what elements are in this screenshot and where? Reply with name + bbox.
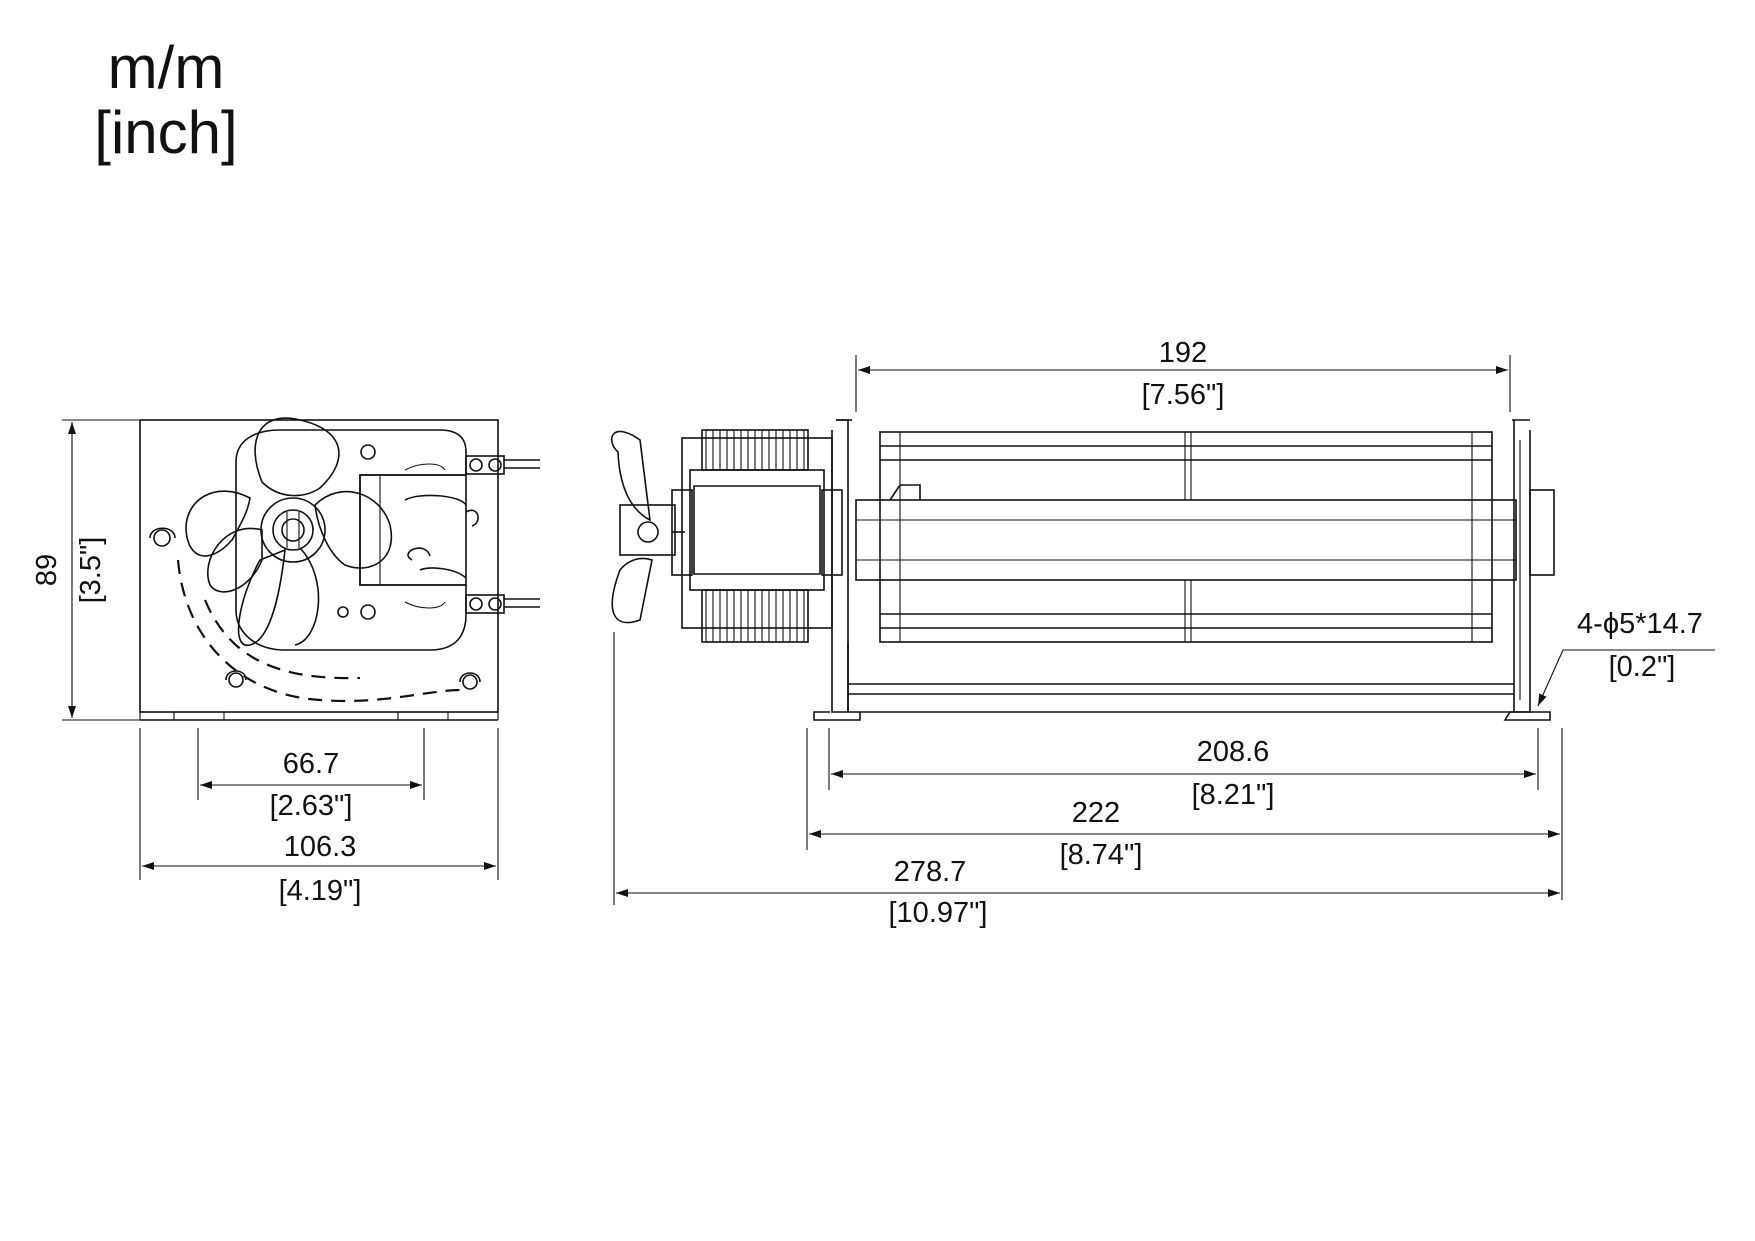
dim-hole-spacing: 208.6 [8.21"] <box>828 728 1539 811</box>
housing-base <box>847 642 1514 713</box>
dim-hole-spacing-value: 208.6 <box>1197 736 1270 768</box>
dim-mounting-holes: 4-ϕ5*14.7 [0.2"] <box>1537 608 1715 707</box>
dim-impeller-length-inch: [7.56"] <box>1142 379 1225 411</box>
dim-mounting-holes-inch: [0.2"] <box>1609 651 1676 683</box>
dim-impeller-length: 192 [7.56"] <box>855 337 1511 412</box>
front-fan-blade <box>610 430 685 624</box>
dim-height-inch: [3.5"] <box>75 537 107 604</box>
dim-height-value: 89 <box>31 554 63 586</box>
dim-height: 89 [3.5"] <box>31 419 140 721</box>
fan-blades <box>185 417 393 646</box>
terminals <box>465 455 540 614</box>
side-mount-tabs <box>149 527 481 690</box>
dim-side-width: 106.3 [4.19"] <box>139 728 499 907</box>
side-housing <box>139 419 499 713</box>
impeller-cylinder <box>879 431 1493 643</box>
dim-impeller-length-value: 192 <box>1159 337 1207 369</box>
dim-base-length-inch: [8.74"] <box>1060 839 1143 871</box>
side-foot-right <box>397 711 449 721</box>
dim-overall-length-inch: [10.97"] <box>889 897 988 929</box>
dim-foot-spacing-inch: [2.63"] <box>270 790 353 822</box>
dim-side-width-inch: [4.19"] <box>279 875 362 907</box>
dim-overall-length-value: 278.7 <box>894 856 967 888</box>
dim-mounting-holes-value: 4-ϕ5*14.7 <box>1577 608 1703 640</box>
dim-base-length-value: 222 <box>1072 797 1120 829</box>
motor-bracket <box>235 429 479 651</box>
side-view <box>139 417 540 721</box>
dim-side-width-value: 106.3 <box>284 831 357 863</box>
dim-foot-spacing: 66.7 [2.63"] <box>197 728 425 822</box>
dim-hole-spacing-inch: [8.21"] <box>1192 779 1275 811</box>
housing-side-plates <box>813 419 1555 721</box>
units-legend: m/m [inch] <box>94 34 237 166</box>
dim-base-length: 222 [8.74"] <box>806 728 1563 900</box>
side-foot-left <box>173 711 225 721</box>
impeller-hidden-outline <box>176 559 461 703</box>
front-view <box>610 419 1555 721</box>
outlet-band <box>855 499 1517 581</box>
motor-body <box>671 429 843 643</box>
dim-foot-spacing-value: 66.7 <box>283 748 339 780</box>
units-secondary: [inch] <box>94 99 237 166</box>
units-primary: m/m <box>108 34 225 101</box>
dim-overall-length: 278.7 [10.97"] <box>613 632 1560 929</box>
fan-hub <box>260 497 326 563</box>
